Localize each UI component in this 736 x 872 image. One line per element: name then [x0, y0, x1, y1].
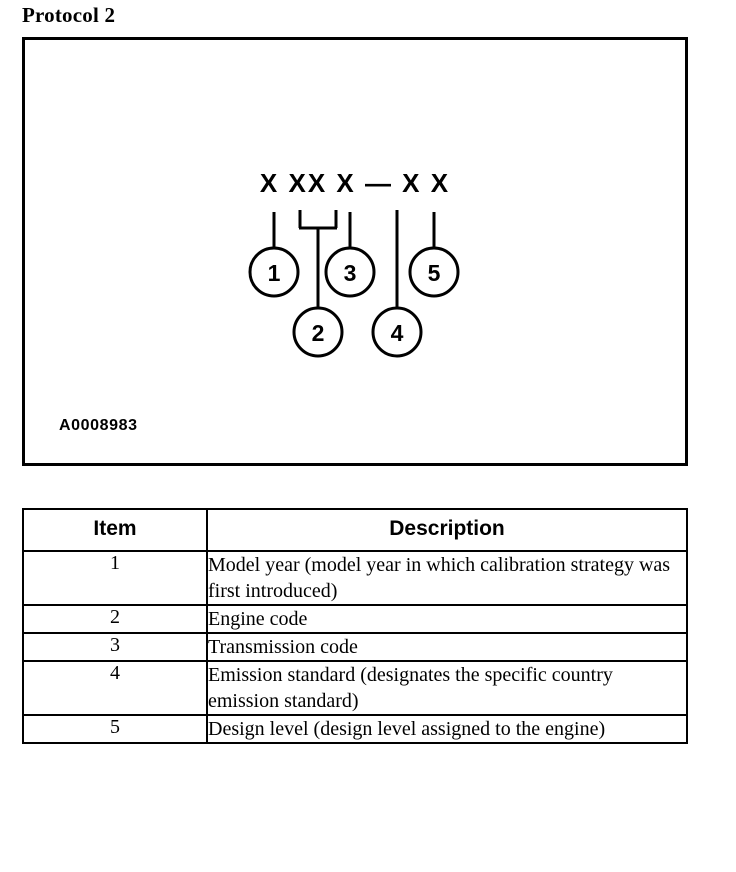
- figure-reference-code: A0008983: [59, 417, 138, 434]
- cell-item: 2: [22, 604, 208, 634]
- column-header-description: Description: [206, 508, 688, 552]
- cell-description: Model year (model year in which calibrat…: [206, 550, 688, 606]
- callout-label-4: 4: [391, 320, 404, 346]
- cell-item: 4: [22, 660, 208, 716]
- code-pattern-text: X XX X — X X: [259, 168, 451, 198]
- legend-table: Item Description 1 Model year (model yea…: [22, 508, 688, 744]
- table-row: 1 Model year (model year in which calibr…: [22, 550, 688, 606]
- callout-diagram: 1 3 5 2 4: [248, 210, 460, 358]
- callout-circle-5: [408, 246, 460, 298]
- cell-item: 5: [22, 714, 208, 744]
- cell-description: Transmission code: [206, 632, 688, 662]
- cell-description: Emission standard (designates the specif…: [206, 660, 688, 716]
- page-title: Protocol 2: [22, 3, 116, 27]
- callout-label-1: 1: [268, 260, 281, 286]
- table-row: 3 Transmission code: [22, 632, 688, 662]
- callout-label-5: 5: [428, 260, 441, 286]
- table-row: 4 Emission standard (designates the spec…: [22, 660, 688, 716]
- cell-description: Design level (design level assigned to t…: [206, 714, 688, 744]
- callout-circle-4: [371, 306, 423, 358]
- cell-item: 3: [22, 632, 208, 662]
- figure-box: X XX X — X X 1 3 5 2 4 A0008983: [22, 37, 688, 466]
- cell-description: Engine code: [206, 604, 688, 634]
- callout-circle-1: [248, 246, 300, 298]
- column-header-item: Item: [22, 508, 208, 552]
- callout-circle-2: [292, 306, 344, 358]
- table-row: 5 Design level (design level assigned to…: [22, 714, 688, 744]
- table-row: 2 Engine code: [22, 604, 688, 634]
- callout-label-2: 2: [312, 320, 325, 346]
- table-header-row: Item Description: [22, 508, 688, 552]
- callout-circle-3: [324, 246, 376, 298]
- cell-item: 1: [22, 550, 208, 606]
- callout-label-3: 3: [344, 260, 357, 286]
